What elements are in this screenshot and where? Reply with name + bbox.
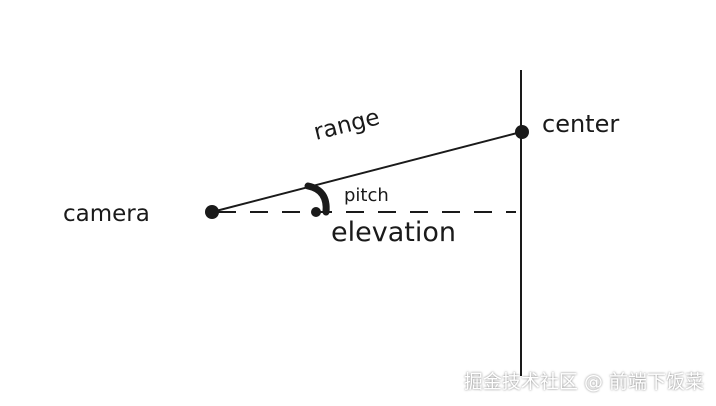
center-label: center [542,110,619,138]
pitch-arc-end-dot [311,207,321,217]
watermark: 掘金技术社区 @ 前端下饭菜 [463,371,704,393]
camera-label: camera [63,201,150,227]
range-label: range [311,104,382,145]
elevation-label: elevation [331,217,456,248]
center-point [515,125,529,139]
camera-point [205,205,219,219]
range-line [211,131,522,213]
pitch-arc [304,182,330,216]
pitch-label: pitch [344,185,389,206]
